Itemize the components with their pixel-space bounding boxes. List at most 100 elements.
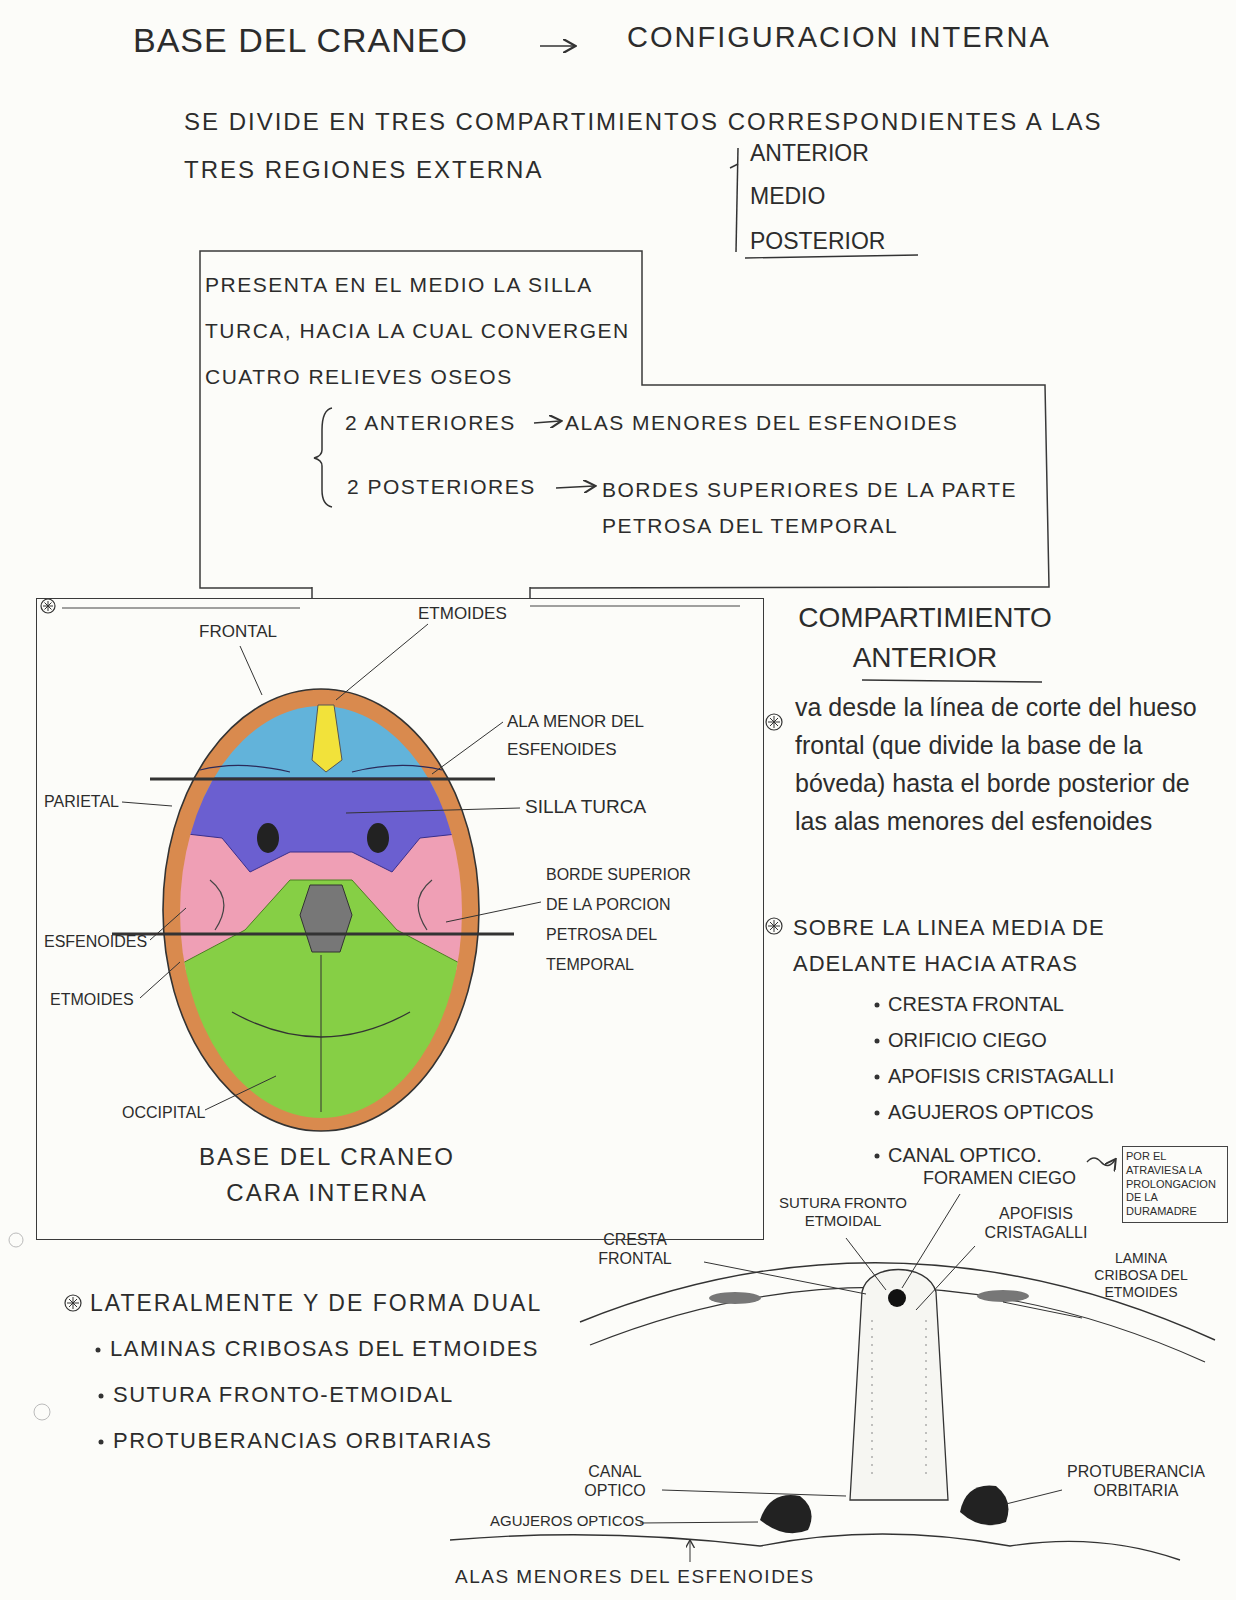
punch-hole bbox=[9, 1233, 23, 1247]
leader-line bbox=[446, 902, 541, 922]
note-label: LAMINA CRIBOSA DEL ETMOIDES bbox=[1082, 1250, 1200, 1300]
note-label: FORAMEN CIEGO bbox=[923, 1168, 1076, 1190]
title-arrow bbox=[540, 45, 574, 47]
note-box: PRESENTA EN EL MEDIO LA SILLA TURCA, HAC… bbox=[199, 250, 1050, 588]
note-label: SE DIVIDE EN TRES COMPARTIMIENTOS CORRES… bbox=[184, 98, 1144, 194]
note-label: LAMINAS CRIBOSAS DEL ETMOIDES bbox=[110, 1336, 539, 1362]
skull-regions bbox=[160, 690, 490, 1130]
sphenoid-region bbox=[170, 778, 475, 872]
note-label: APOFISIS CRISTAGALLI bbox=[966, 1204, 1106, 1242]
star-bullet bbox=[768, 716, 780, 728]
star-bullet bbox=[65, 1295, 81, 1311]
leader-lines bbox=[122, 624, 541, 1110]
dot-bullet bbox=[875, 1075, 880, 1080]
leader-line bbox=[346, 808, 520, 813]
dot-bullet bbox=[875, 1003, 880, 1008]
note-label: SUTURA FRONTO-ETMOIDAL bbox=[113, 1382, 454, 1408]
hatched-area bbox=[977, 1290, 1029, 1302]
leader-line bbox=[432, 722, 503, 774]
texture-line bbox=[872, 1320, 926, 1480]
star-bullet bbox=[766, 714, 782, 730]
note-label: LATERALMENTE Y DE FORMA DUAL bbox=[90, 1290, 542, 1318]
note-label: ALAS MENORES DEL ESFENOIDES bbox=[455, 1566, 815, 1589]
box-outline bbox=[200, 251, 1049, 588]
note-label: CANAL OPTICO bbox=[570, 1462, 660, 1500]
note-label: ANTERIOR bbox=[750, 140, 869, 168]
orbital-protuberance bbox=[760, 1495, 812, 1533]
box-text: PRESENTA EN EL MEDIO LA SILLA TURCA, HAC… bbox=[205, 262, 630, 400]
dot-bullet bbox=[875, 1039, 880, 1044]
box-text: POR EL ATRAVIESA LA PROLONGACION DE LA D… bbox=[1126, 1150, 1224, 1219]
leader-line bbox=[336, 624, 428, 700]
leader-line bbox=[1003, 1302, 1082, 1318]
note-label: CRESTA FRONTAL bbox=[570, 1230, 700, 1268]
note-label: ALA MENOR DEL ESFENOIDES bbox=[507, 708, 682, 764]
frame-line bbox=[530, 606, 740, 607]
box-text: 2 POSTERIORES bbox=[347, 474, 536, 499]
note-label: va desde la línea de corte del hueso fro… bbox=[795, 688, 1220, 840]
box-text: BASE DEL CRANEO CARA INTERNA bbox=[182, 1139, 472, 1211]
arrow-symbol bbox=[534, 421, 560, 423]
frame-line bbox=[62, 608, 300, 609]
leader-line bbox=[205, 1076, 276, 1110]
texture-line bbox=[200, 765, 442, 772]
underline bbox=[862, 680, 1042, 682]
texture-line bbox=[210, 880, 432, 930]
box-text: 2 ANTERIORES bbox=[345, 410, 516, 435]
foramen-magnum bbox=[300, 885, 352, 952]
dot-bullet bbox=[99, 1440, 104, 1445]
squiggle-arrow bbox=[1087, 1158, 1115, 1166]
note-box: POR EL ATRAVIESA LA PROLONGACION DE LA D… bbox=[1122, 1146, 1228, 1223]
brace bbox=[314, 408, 332, 507]
note-label: BORDE SUPERIOR DE LA PORCION PETROSA DEL… bbox=[546, 860, 716, 980]
crista-galli bbox=[850, 1270, 948, 1501]
leader-line bbox=[1006, 1490, 1062, 1504]
note-label: CANAL OPTICO. bbox=[888, 1143, 1042, 1167]
foramen bbox=[367, 823, 389, 853]
note-label: PROTUBERANCIA ORBITARIA bbox=[1066, 1462, 1206, 1500]
note-label: APOFISIS CRISTAGALLI bbox=[888, 1064, 1114, 1088]
note-label: COMPARTIMIENTO ANTERIOR bbox=[790, 598, 1060, 678]
foramen bbox=[257, 823, 279, 853]
note-label: PROTUBERANCIAS ORBITARIAS bbox=[113, 1428, 492, 1454]
box-text: BORDES SUPERIORES DE LA PARTE PETROSA DE… bbox=[602, 472, 1022, 544]
leader-line bbox=[140, 962, 180, 998]
occipital-crest bbox=[321, 955, 322, 1112]
star-bullet bbox=[43, 601, 53, 611]
leader-arrow bbox=[690, 1541, 691, 1562]
punch-hole bbox=[34, 1404, 50, 1420]
leader-line bbox=[902, 1194, 960, 1288]
orbital-protuberance bbox=[960, 1486, 1008, 1526]
lesser-wing-edge bbox=[450, 1534, 1180, 1560]
leader-line bbox=[916, 1246, 975, 1310]
figure-frame: BASE DEL CRANEO CARA INTERNA bbox=[36, 598, 764, 1240]
bracket bbox=[730, 164, 738, 168]
note-label: CONFIGURACION INTERNA bbox=[627, 20, 1051, 55]
leader-line bbox=[150, 908, 186, 940]
leader-line bbox=[662, 1490, 846, 1496]
note-label: SUTURA FRONTO ETMOIDAL bbox=[758, 1194, 928, 1230]
arrow-symbol bbox=[556, 486, 594, 488]
dot-bullet bbox=[96, 1348, 101, 1353]
leader-line bbox=[240, 646, 262, 695]
leader-line bbox=[704, 1262, 866, 1294]
leader-line bbox=[640, 1522, 758, 1523]
note-label: AGUJEROS OPTICOS bbox=[490, 1512, 644, 1530]
note-label: PARIETAL bbox=[44, 792, 119, 811]
ethmoid-crest bbox=[312, 705, 342, 772]
occipital-region bbox=[160, 880, 482, 1130]
leader-line bbox=[122, 802, 172, 806]
leader-line bbox=[846, 1238, 886, 1290]
note-label: CRESTA FRONTAL bbox=[888, 992, 1064, 1016]
note-label: SILLA TURCA bbox=[525, 796, 646, 819]
divider-line bbox=[112, 933, 514, 936]
divider-line bbox=[150, 778, 495, 781]
star-bullet bbox=[766, 918, 782, 934]
dot-bullet bbox=[99, 1394, 104, 1399]
hatched-area bbox=[709, 1292, 761, 1304]
box-text: ALAS MENORES DEL ESFENOIDES bbox=[565, 410, 958, 435]
bullets bbox=[65, 714, 880, 1445]
note-label: MEDIO bbox=[750, 183, 825, 211]
